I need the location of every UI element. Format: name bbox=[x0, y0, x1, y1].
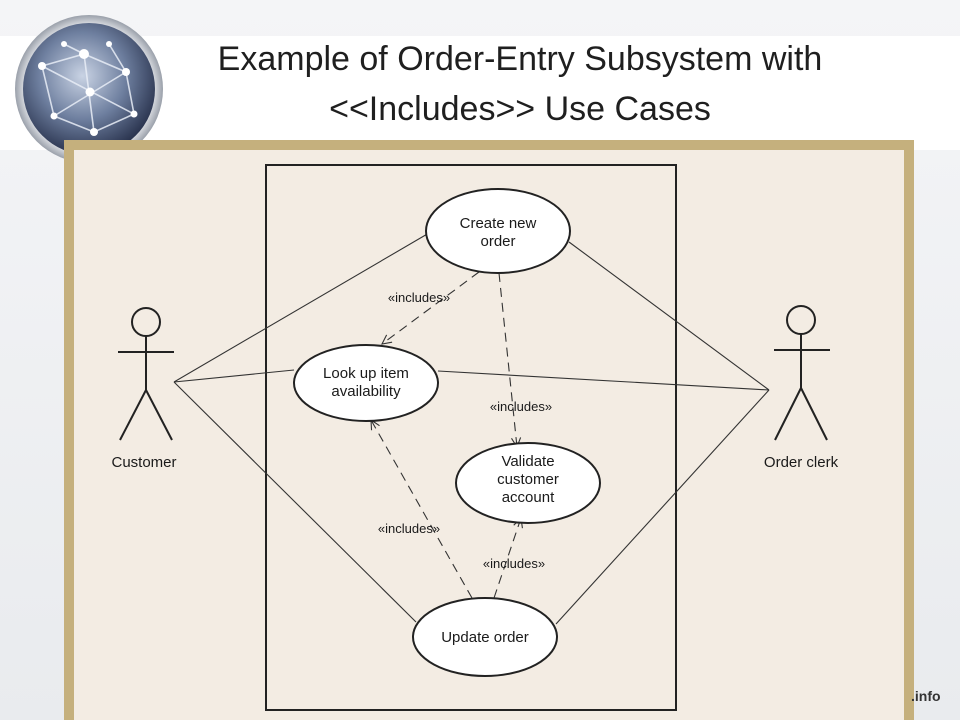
include-label: «includes» bbox=[490, 399, 552, 414]
use-case-label: customer bbox=[497, 471, 559, 488]
association-customer-create bbox=[173, 232, 430, 383]
include-label: «includes» bbox=[483, 556, 545, 571]
include-update-lookup bbox=[371, 420, 473, 599]
use-case-look-up-item-availability: Look up item availability bbox=[293, 344, 439, 422]
use-case-update-order: Update order bbox=[412, 597, 558, 677]
use-case-label: Look up item bbox=[323, 365, 409, 382]
association-customer-update bbox=[173, 381, 417, 623]
use-case-label: Update order bbox=[441, 629, 529, 646]
include-label: «includes» bbox=[388, 290, 450, 305]
use-case-label: order bbox=[480, 233, 515, 250]
actor-head-icon bbox=[131, 307, 161, 337]
include-create-validate bbox=[498, 272, 517, 447]
use-case-validate-customer-account: Validate customer account bbox=[455, 442, 601, 524]
diagram-canvas: «includes» «includes» «includes» «includ… bbox=[74, 150, 904, 720]
slide-title-line-2: <<Includes>> Use Cases bbox=[329, 90, 711, 128]
include-create-lookup bbox=[382, 271, 480, 344]
use-case-create-new-order: Create new order bbox=[425, 188, 571, 274]
actor-customer bbox=[118, 307, 174, 441]
association-clerk-update bbox=[555, 389, 770, 625]
use-case-label: Validate bbox=[501, 453, 554, 470]
include-label: «includes» bbox=[378, 521, 440, 536]
footer-text: .info bbox=[911, 688, 941, 704]
use-case-label: account bbox=[502, 489, 555, 506]
system-boundary bbox=[265, 164, 677, 711]
actor-label-order-clerk: Order clerk bbox=[764, 454, 839, 471]
association-clerk-create bbox=[568, 241, 770, 391]
association-clerk-lookup bbox=[437, 370, 770, 391]
use-case-label: Create new bbox=[460, 215, 537, 232]
globe-logo-icon bbox=[15, 15, 163, 163]
slide-title-line-1: Example of Order-Entry Subsystem with bbox=[217, 40, 823, 78]
use-case-diagram: «includes» «includes» «includes» «includ… bbox=[111, 164, 839, 711]
actor-label-customer: Customer bbox=[111, 454, 176, 471]
actor-head-icon bbox=[786, 305, 816, 335]
slide-title: Example of Order-Entry Subsystem with <<… bbox=[120, 34, 920, 134]
actor-order-clerk bbox=[774, 305, 830, 441]
use-case-label: availability bbox=[331, 383, 401, 400]
association-customer-lookup bbox=[173, 369, 295, 383]
diagram-frame: «includes» «includes» «includes» «includ… bbox=[64, 140, 914, 720]
